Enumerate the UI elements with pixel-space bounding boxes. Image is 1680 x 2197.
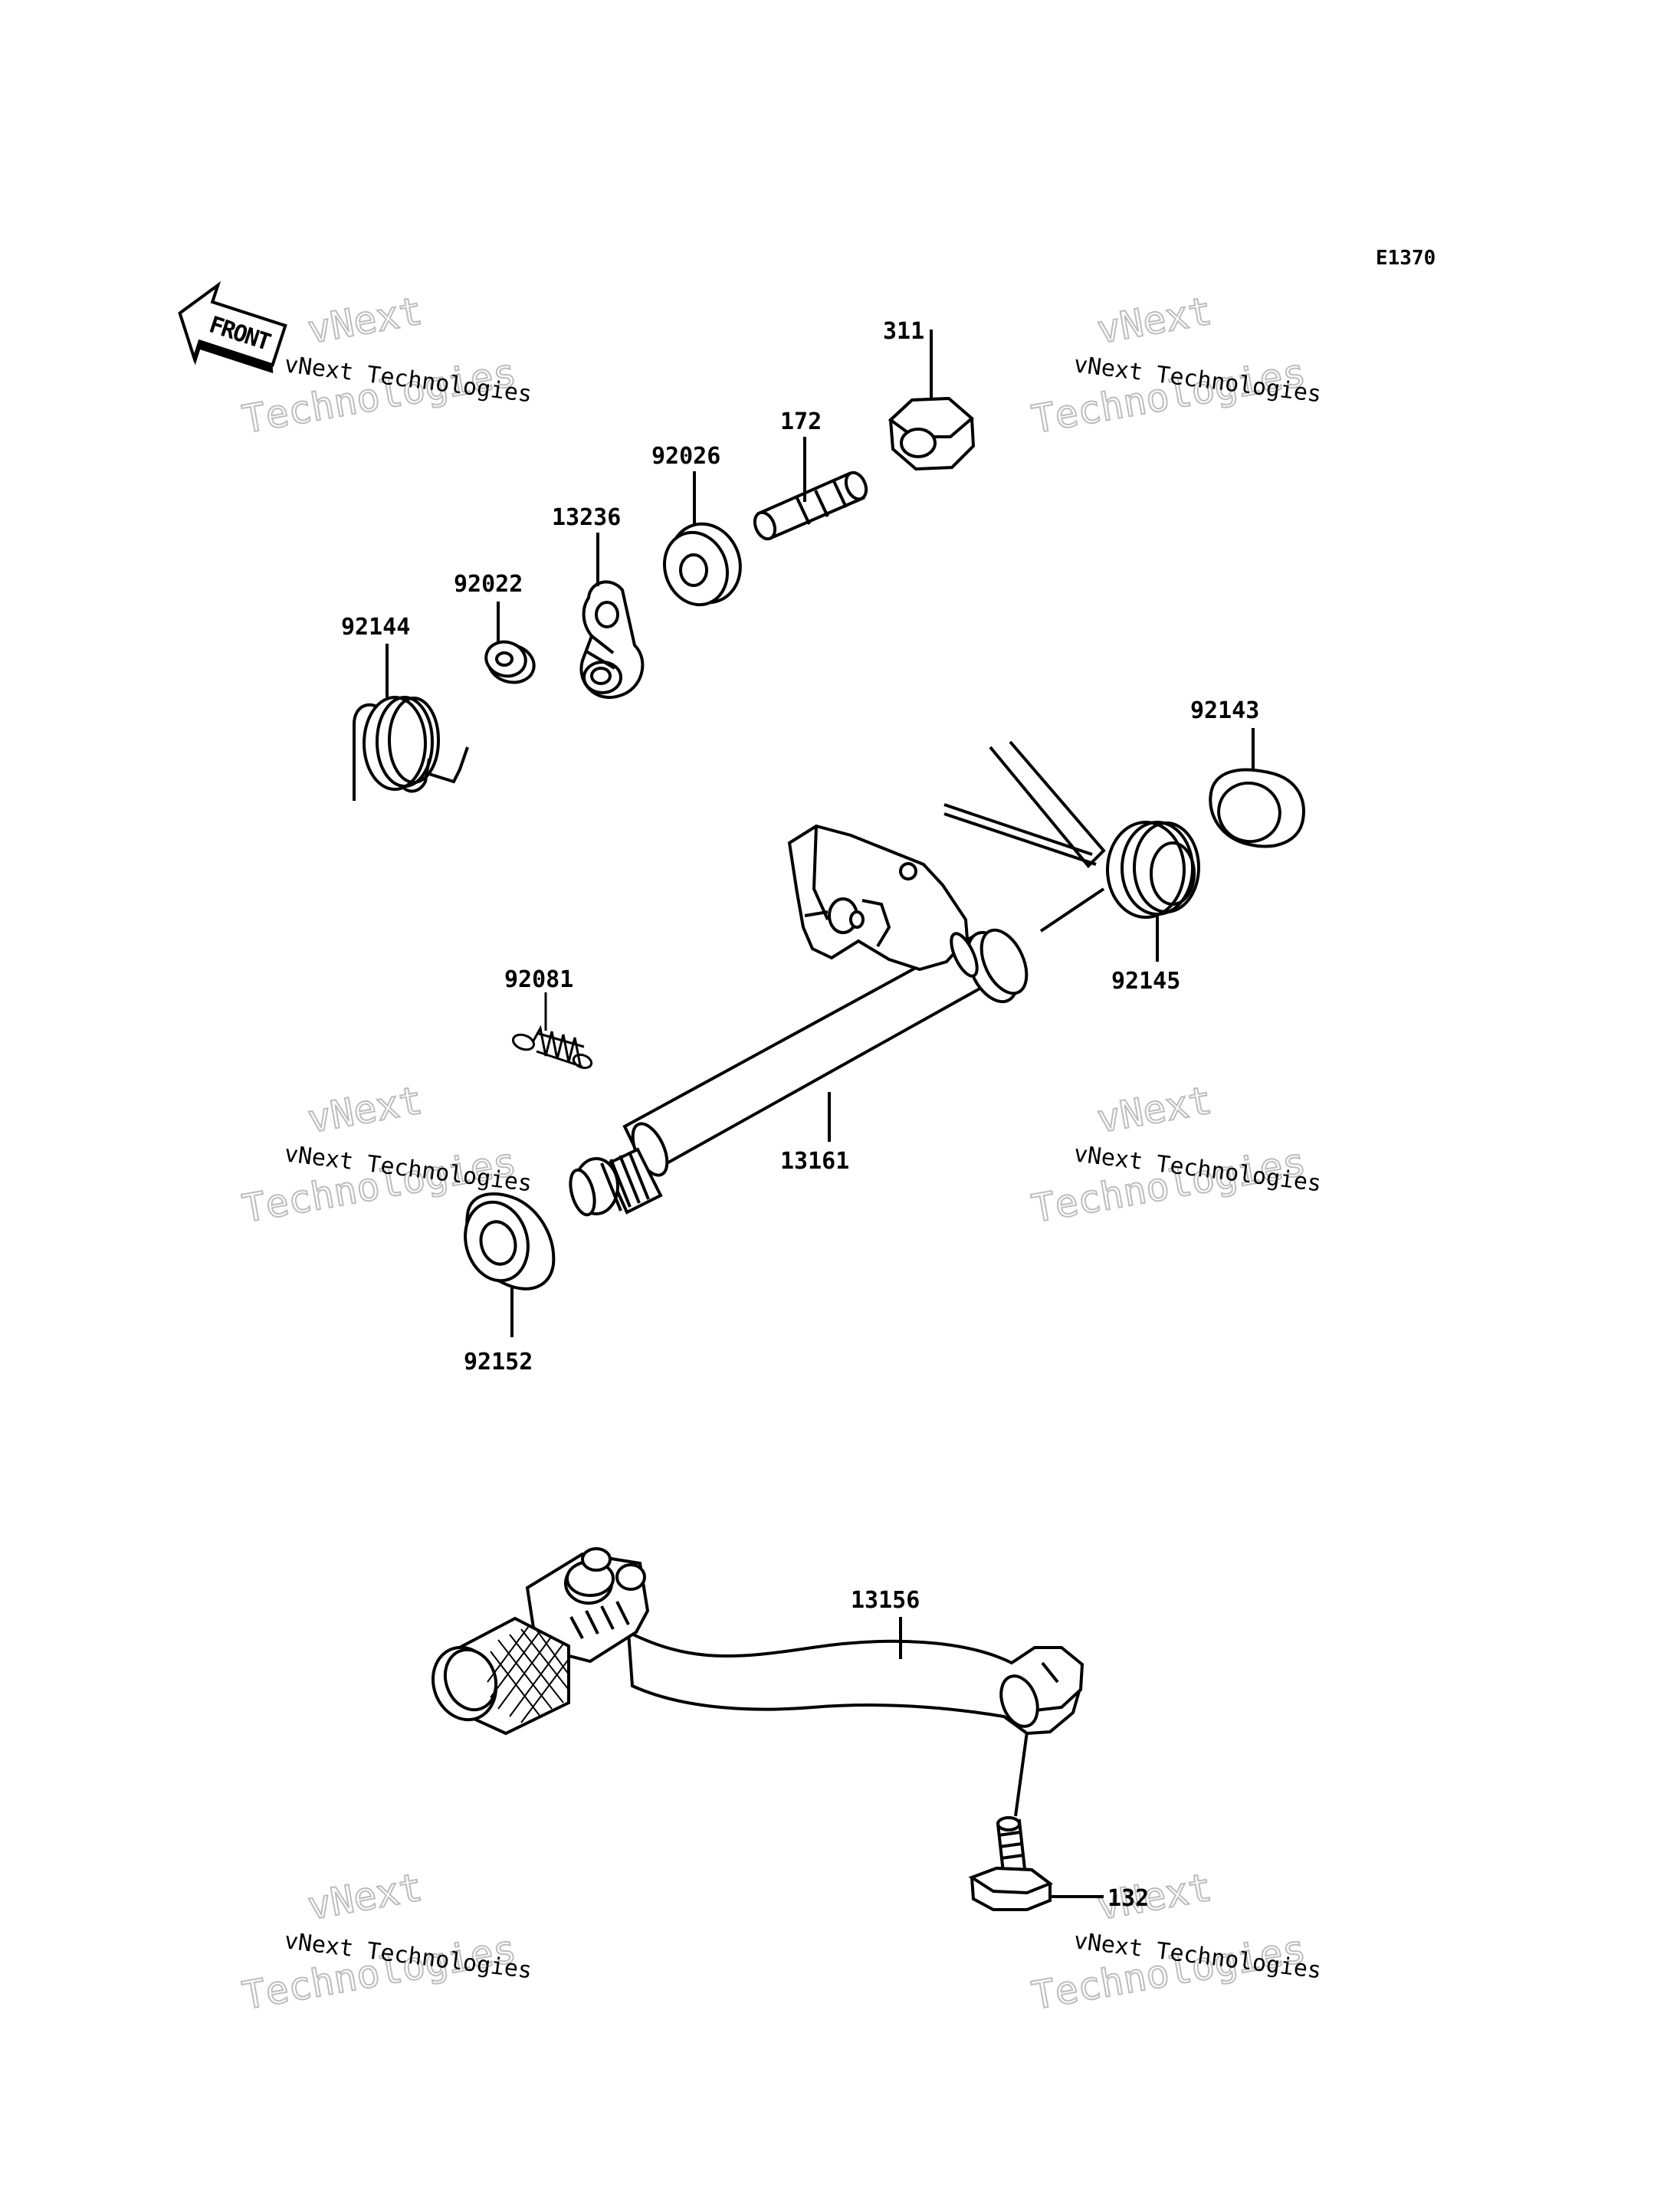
bolt-132 (968, 1731, 1104, 1911)
part-label-13236: 13236 (552, 504, 621, 531)
part-label-92144: 92144 (341, 614, 410, 641)
spring-92144 (353, 644, 469, 801)
shift-pedal-13156 (431, 1547, 1084, 1736)
part-label-92022: 92022 (454, 571, 523, 598)
washer-92026 (662, 471, 742, 607)
link-plate-13236 (579, 533, 645, 699)
watermark-big-1: vNext (304, 289, 425, 353)
nut-311 (888, 330, 976, 471)
collar-92143 (1209, 728, 1305, 848)
watermark-top-right: vNext Technologies vNext Technologies (1028, 288, 1323, 443)
part-label-92026: 92026 (651, 443, 720, 470)
part-label-311: 311 (883, 318, 924, 345)
part-label-92143: 92143 (1190, 697, 1259, 724)
watermark-big-1: vNext (304, 1078, 425, 1142)
front-arrow-icon: FRONT (178, 280, 287, 374)
watermark-big-1: vNext (1094, 289, 1215, 353)
washer-92022 (484, 602, 536, 684)
seal-92152 (464, 1192, 556, 1337)
watermark-bottom-right: vNext Technologies vNext Technologies (1028, 1864, 1323, 2019)
diagram-code: E1370 (1376, 247, 1436, 270)
watermark-top-left: vNext Technologies vNext Technologies (238, 288, 533, 443)
part-label-92152: 92152 (464, 1349, 533, 1376)
part-label-13161: 13161 (780, 1148, 849, 1175)
pin-172 (753, 437, 868, 541)
part-label-92145: 92145 (1111, 968, 1180, 995)
part-label-132: 132 (1107, 1885, 1149, 1912)
spring-92081 (511, 992, 593, 1070)
watermark-mid-right: vNext Technologies vNext Technologies (1028, 1077, 1323, 1232)
part-label-92081: 92081 (504, 966, 573, 993)
shift-shaft-13161 (569, 824, 1029, 1217)
watermark-big-1: vNext (304, 1865, 425, 1929)
part-label-13156: 13156 (851, 1587, 920, 1614)
watermark-bottom-left: vNext Technologies vNext Technologies (238, 1864, 533, 2019)
spring-92145 (943, 740, 1200, 962)
part-label-172: 172 (780, 408, 822, 435)
watermark-big-1: vNext (1094, 1078, 1215, 1142)
